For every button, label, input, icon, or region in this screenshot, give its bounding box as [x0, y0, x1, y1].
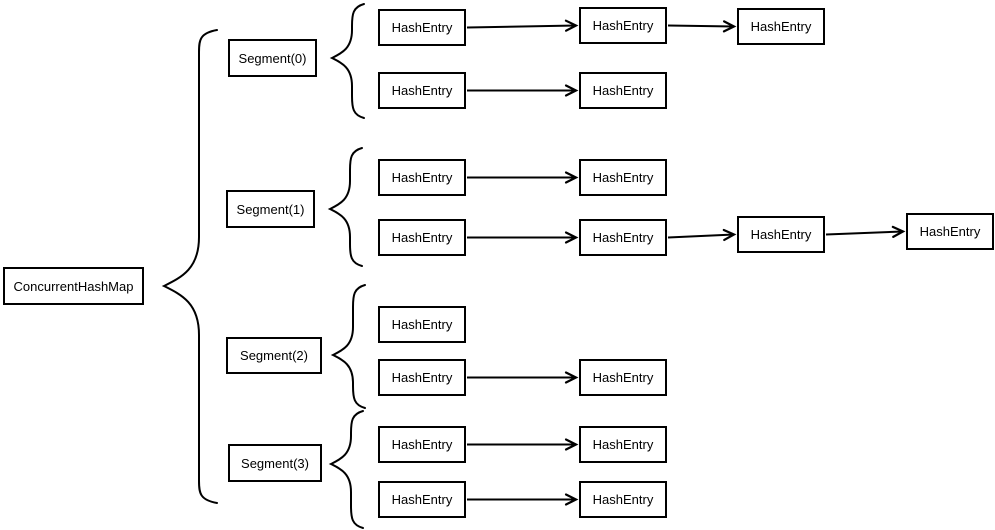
segment-box-0: Segment(0)	[228, 39, 317, 77]
arrow-s0-b0-0	[466, 19, 579, 32]
hashentry-box-s0-b1-0: HashEntry	[378, 72, 466, 109]
hashentry-box-s1-b1-0: HashEntry	[378, 219, 466, 256]
hashentry-box-s1-b1-2: HashEntry	[737, 216, 825, 253]
hashentry-box-s3-b1-1: HashEntry	[579, 481, 667, 518]
hashentry-box-s3-b0-0: HashEntry	[378, 426, 466, 463]
segment-box-2: Segment(2)	[226, 337, 322, 374]
hashentry-box-s1-b1-3: HashEntry	[906, 213, 994, 250]
segment-2-brace	[330, 284, 366, 409]
segment-box-1: Segment(1)	[226, 190, 315, 228]
concurrenthashmap-box: ConcurrentHashMap	[3, 267, 144, 305]
hashentry-box-s0-b0-1: HashEntry	[579, 7, 667, 44]
arrow-s1-b1-1	[667, 228, 737, 242]
hashentry-box-s2-b1-1: HashEntry	[579, 359, 667, 396]
hashentry-box-s1-b0-0: HashEntry	[378, 159, 466, 196]
hashentry-box-s3-b1-0: HashEntry	[378, 481, 466, 518]
root-brace	[161, 29, 218, 504]
hashentry-box-s3-b0-1: HashEntry	[579, 426, 667, 463]
hashentry-box-s1-b1-1: HashEntry	[579, 219, 667, 256]
hashentry-box-s2-b0-0: HashEntry	[378, 306, 466, 343]
hashentry-box-s1-b0-1: HashEntry	[579, 159, 667, 196]
arrow-s1-b1-2	[825, 225, 906, 238]
hashentry-box-s2-b1-0: HashEntry	[378, 359, 466, 396]
segment-1-brace	[327, 147, 363, 267]
segment-3-brace	[328, 410, 364, 529]
hashentry-box-s0-b1-1: HashEntry	[579, 72, 667, 109]
hashentry-box-s0-b0-2: HashEntry	[737, 8, 825, 45]
hashentry-box-s0-b0-0: HashEntry	[378, 9, 466, 46]
segment-0-brace	[329, 3, 365, 119]
arrow-s0-b0-1	[667, 20, 737, 33]
segment-box-3: Segment(3)	[228, 444, 322, 482]
